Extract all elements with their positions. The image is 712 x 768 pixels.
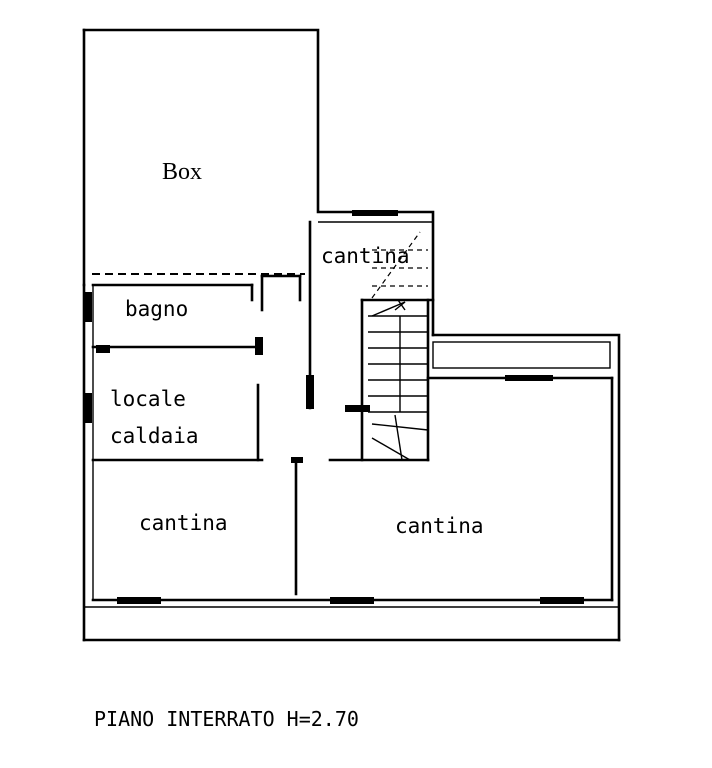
box-label: Box	[162, 159, 203, 185]
cantina-left-label: cantina	[139, 511, 228, 535]
plan-caption: PIANO INTERRATO H=2.70	[94, 707, 359, 731]
bagno-label: bagno	[125, 297, 189, 321]
cantina-right-label: cantina	[395, 514, 484, 538]
bottom-walls	[82, 597, 621, 642]
caldaia-label: caldaia	[110, 424, 199, 448]
left-block-walls	[82, 274, 302, 642]
right-block-walls	[426, 333, 621, 642]
stair-area	[306, 220, 435, 462]
cantina-stair-label: cantina	[321, 244, 410, 268]
box-room-walls	[82, 28, 435, 337]
central-partition	[291, 457, 303, 596]
locale-label: locale	[110, 387, 186, 411]
